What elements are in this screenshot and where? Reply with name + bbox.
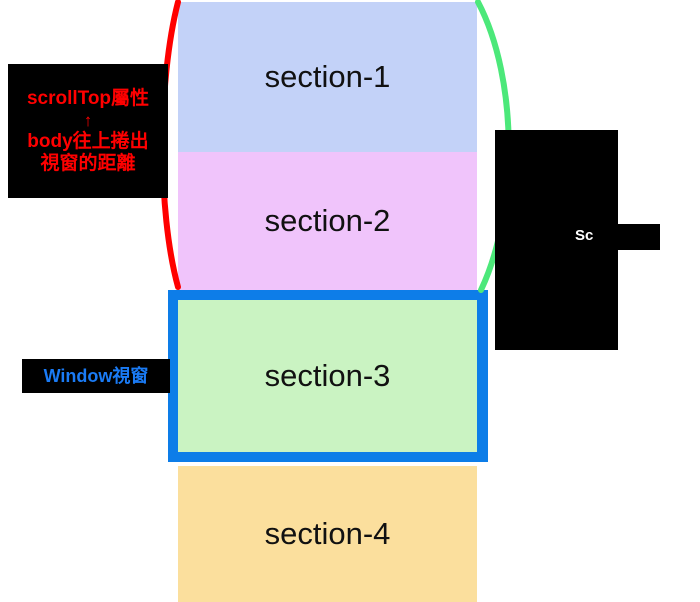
section-4-label: section-4 [264,516,391,551]
section-block-4: section-4 [178,466,477,602]
label-occluder-strip [594,224,660,250]
right-annotation-label: Sc [575,227,594,244]
scrolltop-annotation: scrollTop屬性 ↑ body往上捲出 視窗的距離 [8,64,168,198]
section-3-label: section-3 [264,358,391,393]
section-2-label: section-2 [264,203,391,238]
window-viewport-label: Window視窗 [43,366,149,386]
section-block-2: section-2 [178,152,477,290]
scrolltop-heading: scrollTop屬性 [26,88,150,110]
scrolltop-body-line-2: 視窗的距離 [40,152,136,174]
section-block-1: section-1 [178,2,477,152]
section-1-label: section-1 [264,59,391,94]
up-arrow-icon: ↑ [83,111,93,131]
section-block-3: section-3 [178,300,477,452]
window-viewport-annotation: Window視窗 [22,359,170,393]
scrolltop-body-line-1: body往上捲出 [27,131,149,153]
